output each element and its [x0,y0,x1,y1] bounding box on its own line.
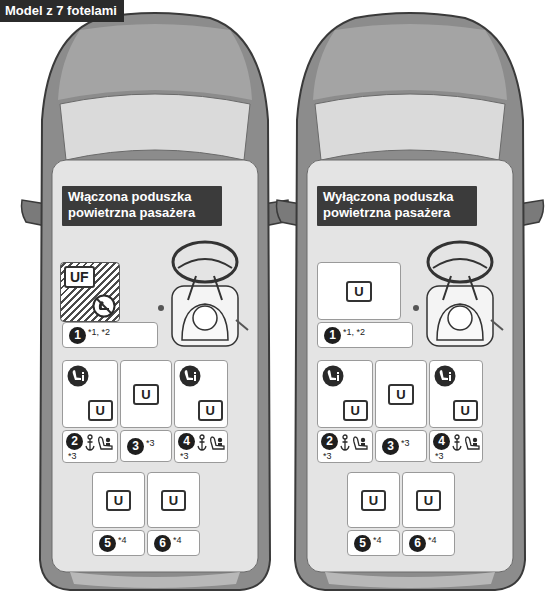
seat-number: 2 [321,433,338,450]
seat-class-label: U [416,490,441,511]
footnote-mark: *3 [146,438,155,448]
seat-label-holder: U [403,473,454,527]
seat-class-label: U [361,490,386,511]
footnote-mark: *3 [401,438,410,448]
footnote-mark: *4 [173,535,182,545]
seat-class-label: U [453,400,478,421]
banner-text: Włączona poduszka powietrzna pasażera [68,189,216,221]
seat-number-box: 1*1, *2 [62,322,158,348]
seat-number: 1 [69,327,86,344]
seat-box: U [147,472,200,528]
anchor-seat-icon [84,434,118,452]
seat-number-box: 6*4 [402,530,455,556]
no-rear-facing-icon [92,294,116,318]
seat-box-hatched: UF [60,262,120,322]
seat-class-label: U [88,400,113,421]
anchor-seat-icon [451,434,485,452]
seat-box: U [317,262,401,320]
seat-number-box: 5*4 [92,530,145,556]
isofix-icon [322,365,344,387]
seat-label-holder: U [318,263,400,319]
seat-class-label: UF [64,266,95,288]
footnote-mark: *3 [435,451,444,461]
anchor-seat-icon [339,434,373,452]
seat-number: 3 [127,438,144,455]
seat-box: U [62,360,118,428]
banner-text: Wyłączona poduszka powietrzna pasażera [323,189,471,221]
seat-label-holder: U [376,361,426,427]
seat-class-label: U [346,281,371,302]
seat-class-label: U [106,490,131,511]
seat-label-holder: U [348,473,399,527]
seat-label-holder: U [93,473,144,527]
anchor-seat-icon [196,434,230,452]
seat-label-holder: U [121,361,171,427]
airbag-banner: Wyłączona poduszka powietrzna pasażera [317,186,477,226]
seat-label-holder: U [148,473,199,527]
seat-box: U [375,360,427,428]
seat-class-label: U [388,384,413,405]
isofix-icon [179,365,201,387]
footnote-mark: *3 [323,451,332,461]
seat-number: 5 [99,535,116,552]
footnote-mark: *4 [373,535,382,545]
seat-number-box: 5*4 [347,530,400,556]
seat-number: 4 [433,433,450,450]
seat-class-label: U [198,400,223,421]
seat-box: U [402,472,455,528]
seat-number: 1 [324,327,341,344]
seat-number: 5 [354,535,371,552]
seat-number: 4 [178,433,195,450]
seat-class-label: U [343,400,368,421]
seat-number-box: 3*3 [120,430,172,462]
seat-number: 3 [382,438,399,455]
airbag-banner: Włączona poduszka powietrzna pasażera [62,186,222,226]
footnote-mark: *3 [68,451,77,461]
seat-box: U [429,360,483,428]
seat-number-box: 2*3 [317,430,373,463]
isofix-icon [67,365,89,387]
seat-number-box: 4*3 [174,430,228,463]
footnote-mark: *1, *2 [343,327,365,337]
footnote-mark: *1, *2 [88,327,110,337]
isofix-icon [434,365,456,387]
seat-number-box: 1*1, *2 [317,322,413,348]
seat-box: U [120,360,172,428]
seat-box: U [92,472,145,528]
seat-number-box: 6*4 [147,530,200,556]
seat-number-box: 3*3 [375,430,427,462]
seat-number-box: 4*3 [429,430,483,463]
seat-number: 6 [409,535,426,552]
seat-class-label: U [161,490,186,511]
seat-class-label: U [133,384,158,405]
seat-number-box: 2*3 [62,430,118,463]
footnote-mark: *3 [180,451,189,461]
seat-number: 6 [154,535,171,552]
diagram-title: Model z 7 fotelami [0,0,124,22]
seat-number: 2 [66,433,83,450]
seat-box: U [347,472,400,528]
footnote-mark: *4 [428,535,437,545]
footnote-mark: *4 [118,535,127,545]
seat-box: U [174,360,228,428]
seat-box: U [317,360,373,428]
